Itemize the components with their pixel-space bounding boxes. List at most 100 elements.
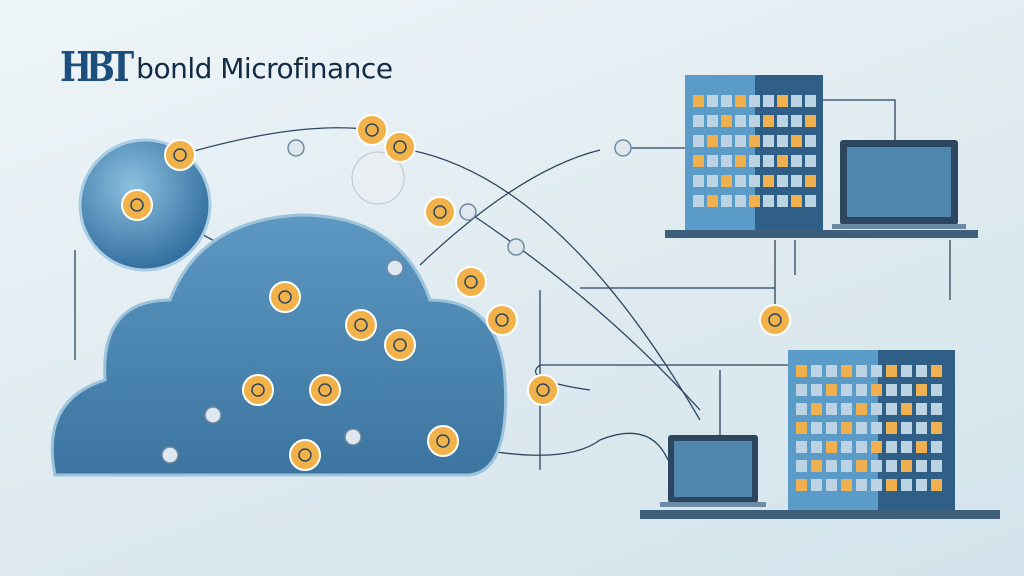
window: [886, 422, 897, 434]
window: [777, 195, 788, 207]
network-node: [345, 309, 377, 341]
window: [841, 384, 852, 396]
window: [841, 479, 852, 491]
window: [931, 460, 942, 472]
window: [916, 460, 927, 472]
network-node: [242, 374, 274, 406]
hub-node: [344, 428, 362, 446]
node-icon: [278, 290, 292, 304]
network-node: [384, 131, 416, 163]
window: [811, 365, 822, 377]
window: [826, 460, 837, 472]
window: [735, 175, 746, 187]
window: [693, 135, 704, 147]
node-icon: [365, 123, 379, 137]
window: [749, 95, 760, 107]
office-building-top: [665, 75, 978, 238]
network-node: [759, 304, 791, 336]
window: [811, 384, 822, 396]
window: [826, 403, 837, 415]
window: [721, 115, 732, 127]
hub-node: [614, 139, 632, 157]
window: [856, 384, 867, 396]
window: [886, 403, 897, 415]
hub-node: [287, 139, 305, 157]
window: [916, 365, 927, 377]
window: [763, 95, 774, 107]
node-icon: [354, 318, 368, 332]
window: [805, 195, 816, 207]
window: [901, 384, 912, 396]
window: [826, 422, 837, 434]
window: [901, 422, 912, 434]
window: [791, 155, 802, 167]
window: [805, 115, 816, 127]
node-icon: [768, 313, 782, 327]
node-icon: [393, 338, 407, 352]
node-icon: [298, 448, 312, 462]
window: [707, 175, 718, 187]
window: [777, 135, 788, 147]
window: [871, 365, 882, 377]
window: [871, 460, 882, 472]
window: [735, 135, 746, 147]
network-node: [455, 266, 487, 298]
window: [693, 175, 704, 187]
window: [791, 195, 802, 207]
network-node: [164, 139, 196, 171]
earth-globe: [351, 151, 405, 205]
hub-node: [204, 406, 222, 424]
window: [791, 95, 802, 107]
window: [763, 155, 774, 167]
window: [886, 460, 897, 472]
window: [886, 384, 897, 396]
window: [841, 441, 852, 453]
window: [796, 403, 807, 415]
window: [796, 365, 807, 377]
hub-node: [161, 446, 179, 464]
window: [886, 479, 897, 491]
window: [707, 115, 718, 127]
network-node: [356, 114, 388, 146]
window: [811, 460, 822, 472]
window: [811, 441, 822, 453]
window: [811, 403, 822, 415]
window: [763, 115, 774, 127]
window: [901, 460, 912, 472]
window: [811, 422, 822, 434]
window: [856, 403, 867, 415]
window: [886, 365, 897, 377]
logo-mark: HBT: [60, 44, 134, 92]
window: [735, 195, 746, 207]
window: [901, 403, 912, 415]
window: [805, 175, 816, 187]
window: [916, 422, 927, 434]
window: [749, 195, 760, 207]
brand-name: bonld Microfinance: [136, 51, 393, 85]
window: [931, 422, 942, 434]
window: [841, 422, 852, 434]
window: [693, 95, 704, 107]
window: [735, 95, 746, 107]
window: [763, 195, 774, 207]
window: [749, 175, 760, 187]
window: [871, 403, 882, 415]
hub-node: [507, 238, 525, 256]
brand-logo: HBT bonld Microfinance: [60, 44, 393, 92]
window: [856, 365, 867, 377]
window: [707, 195, 718, 207]
network-node: [289, 439, 321, 471]
window: [916, 403, 927, 415]
window: [777, 155, 788, 167]
node-icon: [130, 198, 144, 212]
window: [916, 441, 927, 453]
window: [763, 175, 774, 187]
window: [693, 195, 704, 207]
window: [749, 155, 760, 167]
window: [721, 175, 732, 187]
window: [777, 95, 788, 107]
window: [856, 441, 867, 453]
node-icon: [393, 140, 407, 154]
network-node: [309, 374, 341, 406]
network-node: [384, 329, 416, 361]
